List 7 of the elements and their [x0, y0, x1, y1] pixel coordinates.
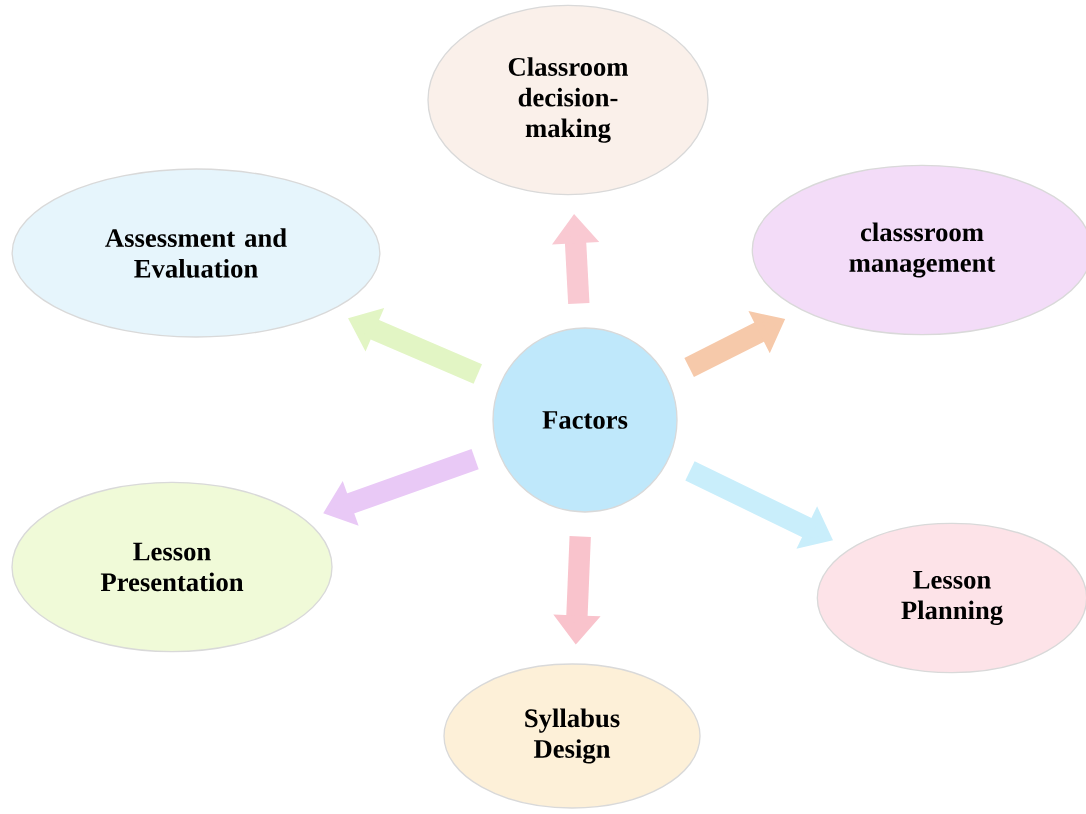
ellipse-node: Syllabus Design	[443, 663, 701, 809]
ellipse-node: Lesson Planning	[816, 522, 1086, 674]
ellipse-node: classsroom management	[751, 164, 1086, 336]
ellipse-node: Lesson Presentation	[11, 481, 333, 653]
circle-node: Factors	[492, 327, 678, 513]
ellipse-node: Classroom decision-making	[427, 4, 709, 196]
ellipse-node: Assessment and Evaluation	[11, 168, 381, 338]
